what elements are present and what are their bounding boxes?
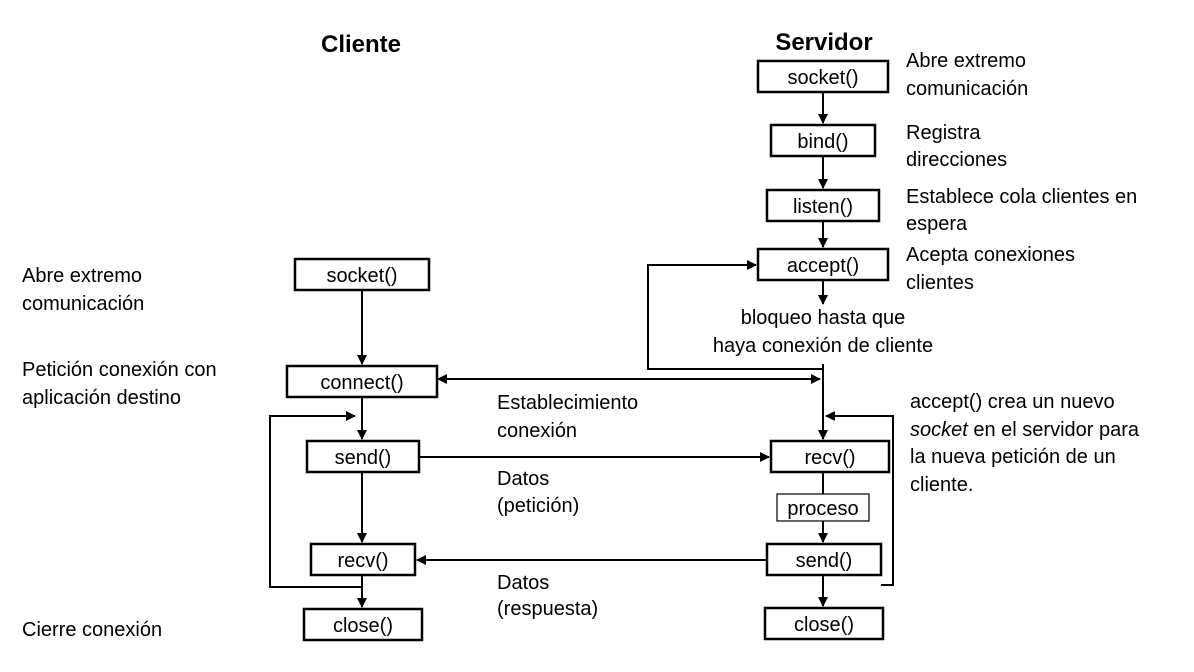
note-server-socket-line2: comunicación [906, 78, 1028, 100]
client-header: Cliente [321, 31, 401, 58]
client-recv-label: recv() [337, 550, 388, 572]
client-send-box: send() [305, 439, 421, 474]
server-accept-label: accept() [787, 255, 859, 277]
client-send-label: send() [335, 447, 392, 469]
loop-client-recv-to-send [269, 411, 362, 588]
note-close: Cierre conexión [22, 619, 162, 641]
server-listen-box: listen() [765, 188, 881, 223]
note-listen-line2: espera [906, 213, 968, 235]
note-server-socket-line1: Abre extremo [906, 50, 1026, 72]
server-accept-box: accept() [756, 247, 890, 282]
server-recv-label: recv() [804, 447, 855, 469]
server-bind-label: bind() [797, 131, 848, 153]
response-line2: (respuesta) [497, 598, 598, 620]
server-bind-box: bind() [769, 123, 877, 158]
server-proceso-box: proceso [776, 493, 870, 522]
establishment-line1: Establecimiento [497, 392, 638, 414]
client-connect-label: connect() [320, 372, 403, 394]
server-close-label: close() [794, 614, 854, 636]
note-accept-new-line2-rest: en el servidor para [968, 419, 1140, 441]
client-recv-box: recv() [309, 542, 417, 577]
note-bind-line2: direcciones [906, 149, 1007, 171]
server-socket-label: socket() [787, 67, 858, 89]
note-accept-new-line2: socket en el servidor para [910, 419, 1140, 441]
note-accept-new-line1: accept() crea un nuevo [910, 391, 1115, 413]
server-recv-box: recv() [769, 439, 891, 474]
response-line1: Datos [497, 572, 549, 594]
server-listen-label: listen() [793, 196, 853, 218]
request-line1: Datos [497, 468, 549, 490]
server-send-label: send() [796, 550, 853, 572]
note-connect-line2: aplicación destino [22, 387, 181, 409]
client-socket-label: socket() [326, 265, 397, 287]
server-send-box: send() [765, 542, 883, 577]
note-listen-line1: Establece cola clientes en [906, 186, 1137, 208]
blocking-line1: bloqueo hasta que [741, 307, 906, 329]
server-socket-box: socket() [756, 59, 890, 94]
client-connect-box: connect() [285, 364, 439, 399]
client-socket-box: socket() [293, 257, 431, 292]
note-connect-line1: Petición conexión con [22, 359, 217, 381]
loop-send-back-to-recv [825, 411, 894, 586]
note-accept-new-socket-word: socket [910, 419, 969, 441]
note-accept-line2: clientes [906, 272, 974, 294]
client-close-label: close() [333, 615, 393, 637]
request-line2: (petición) [497, 495, 579, 517]
note-client-socket-line1: Abre extremo [22, 265, 142, 287]
establishment-line2: conexión [497, 420, 577, 442]
note-accept-new-line3: la nueva petición de un [910, 446, 1116, 468]
note-bind-line1: Registra [906, 122, 981, 144]
server-header: Servidor [775, 29, 872, 56]
blocking-line2: haya conexión de cliente [713, 335, 933, 357]
note-client-socket-line2: comunicación [22, 293, 144, 315]
note-accept-new-line4: cliente. [910, 474, 973, 496]
note-accept-line1: Acepta conexiones [906, 244, 1075, 266]
client-close-box: close() [302, 607, 424, 642]
loop-back-to-accept [647, 260, 823, 370]
server-close-box: close() [763, 606, 885, 641]
server-proceso-label: proceso [787, 498, 858, 520]
